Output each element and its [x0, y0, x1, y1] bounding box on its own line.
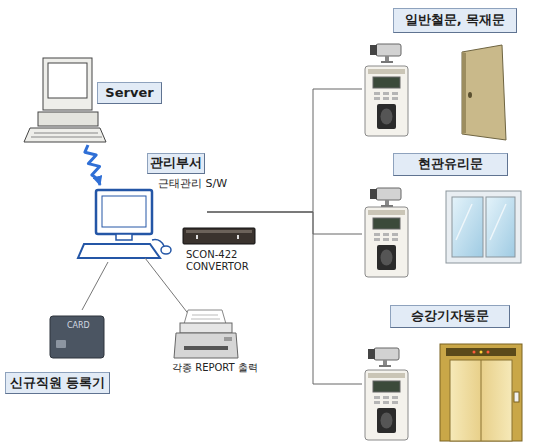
annotation-text: CONVERTOR [186, 261, 249, 272]
elevator-image-part [481, 360, 482, 441]
converter-device-part [237, 235, 239, 239]
device-group: 일반철문, 목재문 [362, 5, 522, 140]
label-box: 일반철문, 목재문 [393, 8, 517, 33]
server-computer-part [48, 63, 87, 98]
label-box: 현관유리문 [393, 153, 508, 176]
door-image-part [468, 92, 472, 98]
card-image-part [56, 340, 66, 348]
label-text: 관리부서 [150, 156, 202, 170]
elevator-image-part [446, 348, 516, 356]
glass-door-image-part [486, 197, 515, 257]
camera-icon-part [370, 44, 401, 63]
label-text: 신규직원 등록기 [10, 376, 106, 390]
glass-door-image-part [490, 204, 506, 240]
elevator-image-part [480, 351, 483, 354]
elevator-image [440, 344, 522, 441]
door-image [462, 45, 506, 140]
camera-icon-part [368, 348, 399, 367]
card-image [50, 316, 104, 358]
connector-line [207, 212, 362, 234]
annotation-text: SCON-422 [186, 249, 237, 260]
printer-part [192, 315, 218, 316]
label-text: 승강기자동문 [411, 309, 489, 323]
printer-part [184, 310, 226, 324]
admin-computer-part [102, 196, 146, 227]
converter-device [183, 228, 255, 244]
camera-icon-part [370, 188, 401, 207]
glass-door-image-part [456, 204, 472, 240]
label-text: Server [105, 86, 153, 100]
device-group: 승강기자동문 [362, 300, 522, 442]
converter-device-part [196, 235, 198, 239]
reader-icon-part [365, 66, 408, 136]
label-box: Server [97, 82, 162, 104]
camera-icon [368, 348, 399, 367]
device-group: 현관유리문 [362, 150, 522, 292]
camera-icon [370, 188, 401, 207]
door-image-part [462, 52, 466, 134]
glass-door-image [446, 191, 521, 263]
elevator-image-part [473, 351, 476, 354]
connector-line [207, 89, 362, 212]
elevator-image-part [450, 360, 512, 441]
printer-part [184, 346, 228, 350]
card-image-part [50, 316, 104, 358]
admin-computer-part [78, 244, 160, 258]
reader-icon-part [365, 370, 408, 440]
server-computer-part [24, 128, 106, 142]
label-text: 일반철문, 목재문 [405, 13, 505, 27]
label-box: 승강기자동문 [390, 305, 510, 328]
server-computer [24, 58, 106, 142]
label-box: 신규직원 등록기 [5, 372, 110, 394]
admin-computer-part [161, 246, 171, 254]
reader-icon [365, 66, 408, 136]
device-group: Server [28, 55, 165, 145]
elevator-image-part [487, 351, 490, 354]
reader-icon-part [365, 207, 408, 277]
server-computer-part [31, 137, 102, 138]
server-computer-part [38, 112, 98, 126]
door-image-part [462, 45, 506, 140]
converter-device-part [186, 230, 252, 233]
elevator-image-part [514, 392, 519, 402]
printer-part [224, 337, 232, 341]
camera-icon [370, 44, 401, 63]
admin-computer-part [152, 240, 164, 246]
admin-computer-part [116, 234, 132, 240]
printer-part [180, 323, 232, 333]
printer-wire [145, 258, 190, 316]
server-computer-part [43, 58, 92, 110]
label-text: 현관유리문 [418, 157, 483, 171]
converter-device-part [183, 228, 255, 244]
elevator-image-part [440, 344, 522, 441]
printer [174, 310, 238, 358]
annotation-text: 각종 REPORT 출력 [172, 362, 258, 373]
glass-door-image-part [452, 197, 483, 257]
printer-wire-part [145, 258, 190, 316]
annotation-text: 근태관리 S/W [158, 178, 227, 190]
label-box: 관리부서 [147, 153, 205, 174]
admin-computer [78, 190, 171, 258]
reader-icon [365, 370, 408, 440]
reader-icon [365, 207, 408, 277]
connector-line [207, 212, 362, 384]
annotation-text: CARD [67, 322, 90, 331]
glass-door-image-part [446, 191, 521, 263]
printer-part [191, 319, 220, 320]
connector-line [82, 262, 108, 310]
printer-part [174, 333, 238, 358]
network-arrow [85, 145, 100, 185]
device-group: 신규직원 등록기 [5, 310, 112, 395]
admin-computer-part [96, 190, 152, 234]
server-computer-part [34, 133, 98, 134]
